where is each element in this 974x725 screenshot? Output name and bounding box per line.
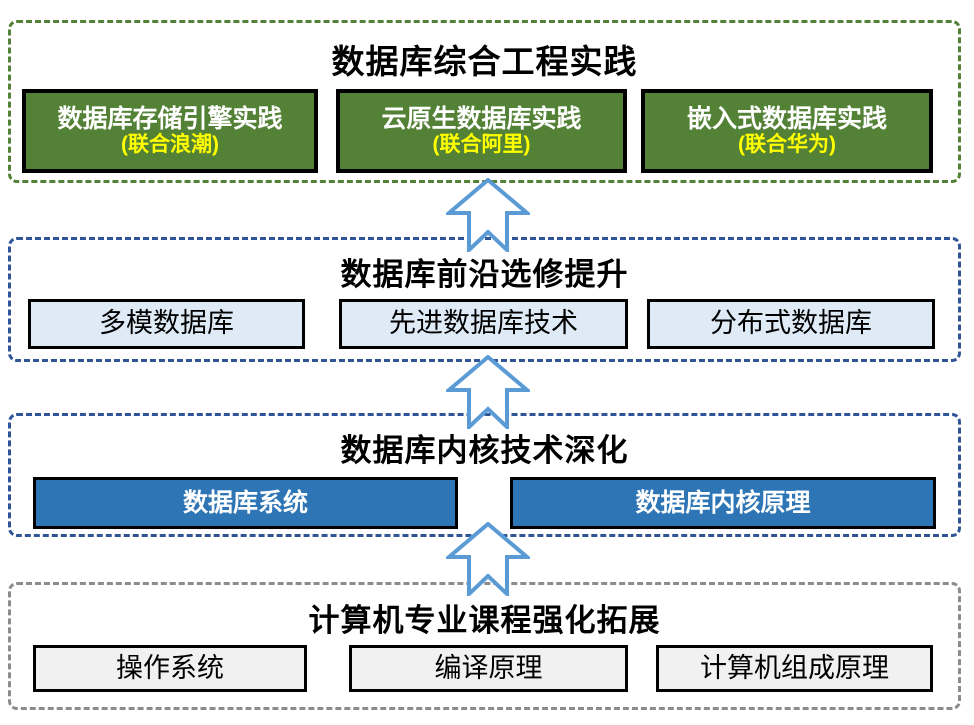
course-box-advanced-db-tech: 先进数据库技术 (339, 299, 628, 349)
course-partner-label: (联合浪潮) (121, 133, 219, 157)
tier-title-kernel-deepening: 数据库内核技术深化 (340, 433, 629, 468)
tier-kernel-deepening: 数据库内核技术深化 数据库系统 数据库内核原理 (8, 413, 961, 537)
course-partner-label: (联合华为) (738, 133, 836, 157)
course-box-multimodel-db: 多模数据库 (28, 299, 305, 349)
course-label: 操作系统 (116, 652, 224, 683)
up-arrow-shape (446, 178, 530, 252)
tier-title-comprehensive-practice: 数据库综合工程实践 (331, 43, 638, 80)
course-label: 数据库系统 (182, 488, 308, 517)
course-box-database-systems: 数据库系统 (33, 477, 458, 529)
tier-frontier-electives: 数据库前沿选修提升 多模数据库 先进数据库技术 分布式数据库 (8, 237, 961, 362)
up-arrow-icon (446, 355, 530, 429)
course-label: 嵌入式数据库实践 (686, 104, 887, 133)
tier-title-cs-fundamentals: 计算机专业课程强化拓展 (308, 603, 661, 638)
course-box-computer-organization: 计算机组成原理 (656, 645, 933, 692)
course-label: 云原生数据库实践 (381, 104, 582, 133)
course-label: 编译原理 (434, 652, 543, 683)
course-box-compiler-principles: 编译原理 (349, 645, 628, 692)
course-label: 数据库存储引擎实践 (57, 104, 283, 133)
up-arrow-icon (446, 522, 530, 596)
course-box-embedded-db-practice: 嵌入式数据库实践 (联合华为) (641, 89, 933, 173)
course-box-distributed-db: 分布式数据库 (647, 299, 935, 349)
course-partner-label: (联合阿里) (432, 133, 531, 157)
course-label: 先进数据库技术 (389, 308, 578, 339)
course-label: 数据库内核原理 (635, 488, 811, 517)
up-arrow-icon (446, 178, 530, 252)
course-box-storage-engine-practice: 数据库存储引擎实践 (联合浪潮) (22, 89, 318, 173)
tier-title-frontier-electives: 数据库前沿选修提升 (340, 257, 629, 292)
up-arrow-shape (446, 355, 530, 429)
up-arrow-shape (446, 522, 530, 596)
course-box-database-kernel-principles: 数据库内核原理 (510, 477, 936, 529)
tier-comprehensive-practice: 数据库综合工程实践 数据库存储引擎实践 (联合浪潮) 云原生数据库实践 (联合阿… (8, 20, 961, 183)
course-box-operating-systems: 操作系统 (33, 645, 307, 692)
course-label: 计算机组成原理 (700, 652, 889, 683)
course-box-cloud-native-db-practice: 云原生数据库实践 (联合阿里) (336, 89, 627, 173)
course-label: 多模数据库 (99, 308, 234, 339)
course-label: 分布式数据库 (710, 308, 872, 339)
tier-cs-fundamentals: 计算机专业课程强化拓展 操作系统 编译原理 计算机组成原理 (8, 582, 961, 710)
